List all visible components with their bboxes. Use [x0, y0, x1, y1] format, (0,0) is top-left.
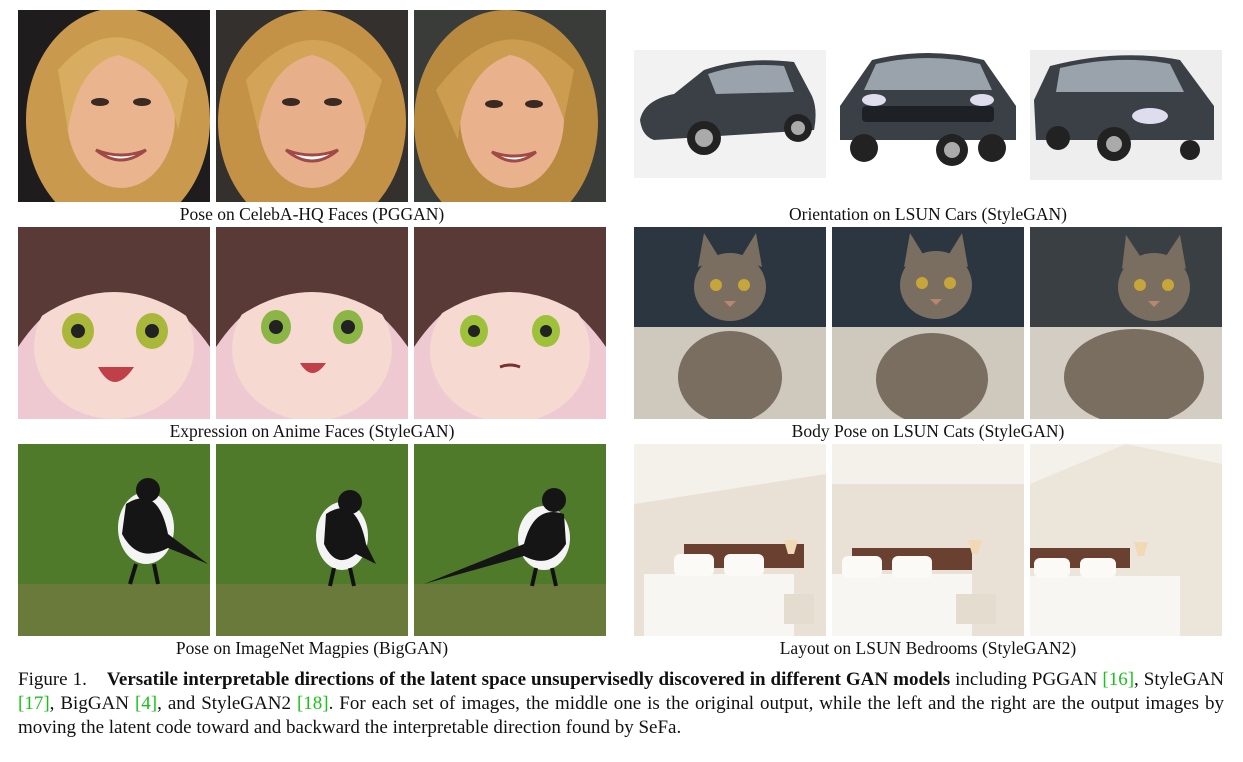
magpie-image-middle	[216, 444, 408, 636]
panel-cars: Orientation on LSUN Cars (StyleGAN)	[634, 10, 1222, 224]
cat-image-left	[634, 227, 826, 419]
caption-text: . For each set of images, the middle one…	[18, 693, 1225, 738]
panel-caption: Body Pose on LSUN Cats (StyleGAN)	[791, 421, 1065, 441]
bedroom-image	[634, 444, 826, 636]
car-image-right	[1030, 10, 1222, 202]
panel-bedrooms: Layout on LSUN Bedrooms (StyleGAN2)	[634, 444, 1222, 658]
panel-caption: Layout on LSUN Bedrooms (StyleGAN2)	[779, 638, 1077, 658]
face-image-right	[414, 10, 606, 202]
cat-image	[1030, 227, 1222, 419]
face-image-left	[18, 10, 210, 202]
face-image	[216, 10, 408, 202]
panel-anime: Expression on Anime Faces (StyleGAN)	[18, 227, 606, 441]
car-image-left	[634, 10, 826, 202]
car-image	[1030, 10, 1222, 202]
car-image	[634, 10, 826, 202]
panel-caption: Expression on Anime Faces (StyleGAN)	[169, 421, 455, 441]
caption-text: , and StyleGAN2	[157, 693, 297, 714]
caption-text: , StyleGAN	[1134, 669, 1225, 690]
bedroom-image	[1030, 444, 1222, 636]
caption-text: including PGGAN	[950, 669, 1103, 690]
cat-image	[832, 227, 1024, 419]
bedroom-image-left	[634, 444, 826, 636]
face-image	[414, 10, 606, 202]
anime-image-left	[18, 227, 210, 419]
magpie-image-right	[414, 444, 606, 636]
bedroom-image	[832, 444, 1024, 636]
caption-text: , BigGAN	[49, 693, 135, 714]
panel-caption: Pose on CelebA-HQ Faces (PGGAN)	[179, 204, 445, 224]
bedroom-image-middle	[832, 444, 1024, 636]
magpie-image	[414, 444, 606, 636]
bedroom-image-right	[1030, 444, 1222, 636]
panel-caption: Pose on ImageNet Magpies (BigGAN)	[175, 638, 449, 658]
magpie-image-left	[18, 444, 210, 636]
face-image-middle	[216, 10, 408, 202]
anime-image-right	[414, 227, 606, 419]
magpie-image	[216, 444, 408, 636]
car-image	[832, 10, 1024, 202]
figure-caption: Figure 1. Versatile interpretable direct…	[18, 668, 1224, 740]
anime-image	[414, 227, 606, 419]
anime-image	[18, 227, 210, 419]
panel-caption: Orientation on LSUN Cars (StyleGAN)	[788, 204, 1068, 224]
face-image	[18, 10, 210, 202]
citation-link[interactable]: [18]	[296, 693, 329, 714]
panel-magpies: Pose on ImageNet Magpies (BigGAN)	[18, 444, 606, 658]
anime-image	[216, 227, 408, 419]
cat-image	[634, 227, 826, 419]
panel-cats: Body Pose on LSUN Cats (StyleGAN)	[634, 227, 1222, 441]
figure-label: Figure 1.	[18, 669, 87, 690]
citation-link[interactable]: [16]	[1102, 669, 1135, 690]
car-image-middle	[832, 10, 1024, 202]
citation-link[interactable]: [17]	[18, 693, 50, 714]
panel-faces: Pose on CelebA-HQ Faces (PGGAN)	[18, 10, 606, 224]
cat-image-middle	[832, 227, 1024, 419]
anime-image-middle	[216, 227, 408, 419]
magpie-image	[18, 444, 210, 636]
cat-image-right	[1030, 227, 1222, 419]
caption-bold: Versatile interpretable directions of th…	[106, 669, 951, 690]
citation-link[interactable]: [4]	[134, 693, 158, 714]
